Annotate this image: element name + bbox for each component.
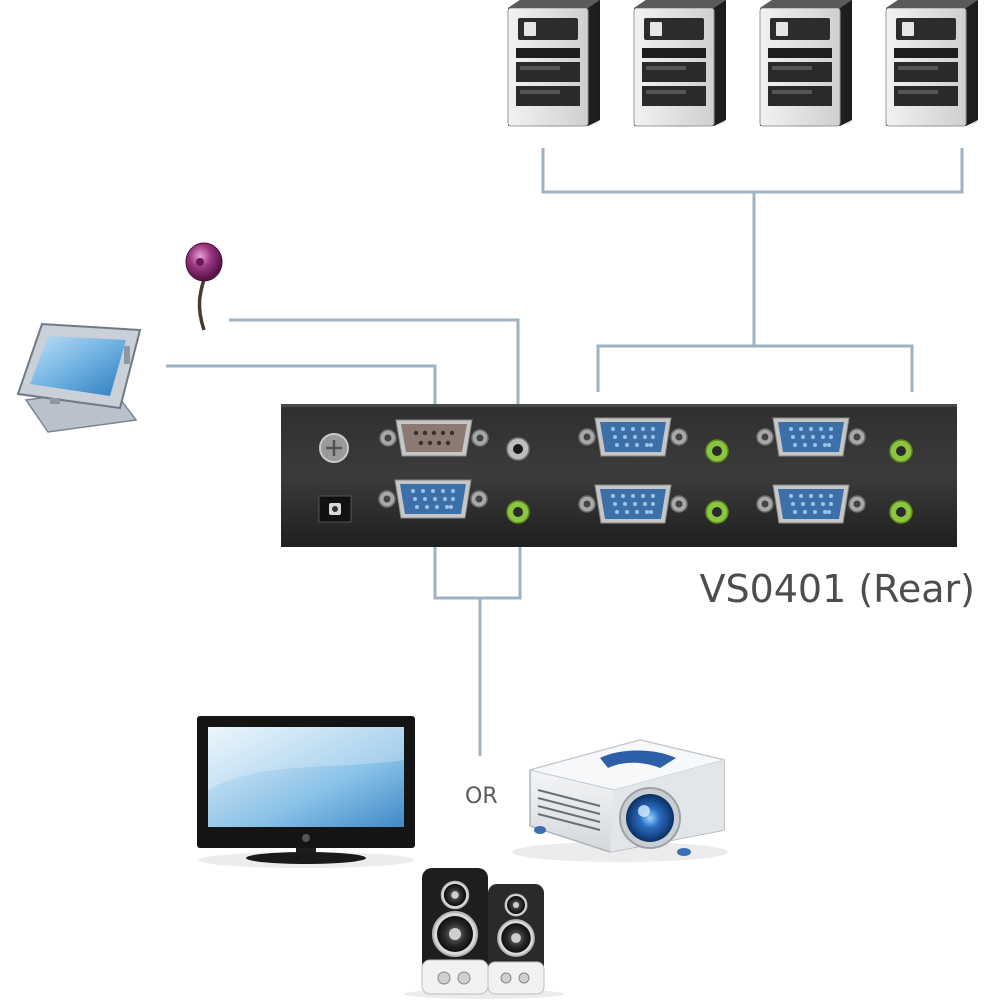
device-label: VS0401 (Rear) [699,567,975,611]
kvm-switch-rear-panel [281,404,957,547]
cables [166,148,964,756]
console-audio-jack-icon [506,500,530,524]
computer-tower-icon [884,0,979,128]
speakers-icon [404,868,564,999]
ir-receiver-icon [185,242,223,331]
input-audio-jack-icon [705,500,729,524]
or-label: OR [465,784,498,809]
computer-tower-icon [758,0,853,128]
ir-jack-icon [506,437,530,461]
lcd-monitor-icon [197,716,415,868]
computers [506,0,979,128]
touch-panel-icon [16,322,142,433]
input-audio-jack-icon [889,439,913,463]
power-jack-icon [318,495,352,523]
computer-tower-icon [632,0,727,128]
serial-port-icon [379,419,489,457]
input-audio-jack-icon [705,439,729,463]
ground-screw-icon [319,433,349,463]
computer-tower-icon [506,0,601,128]
projector-icon [512,739,728,862]
input-audio-jack-icon [889,500,913,524]
